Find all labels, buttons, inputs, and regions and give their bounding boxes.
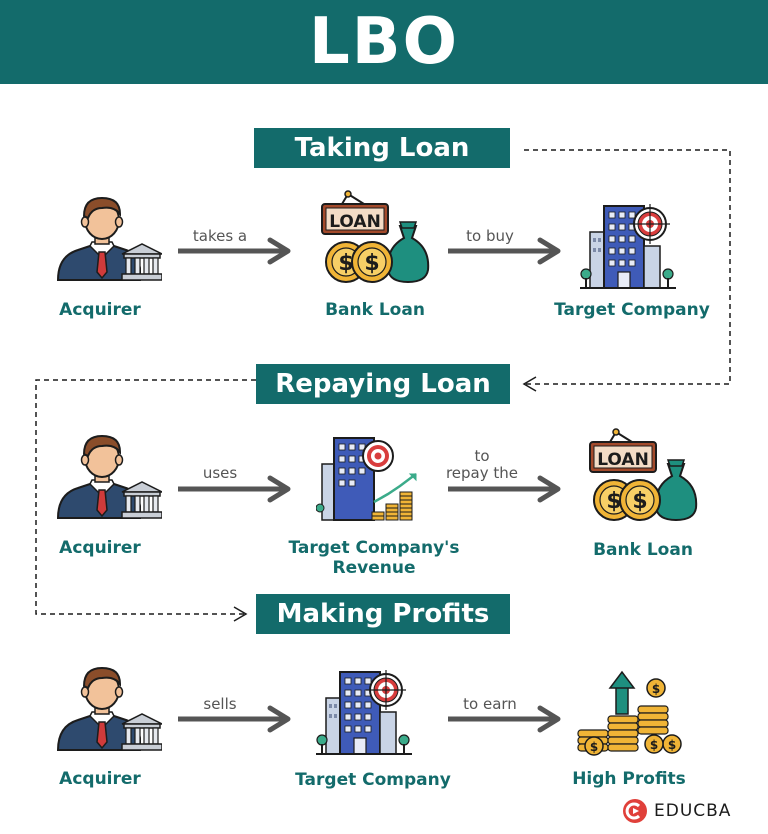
header-banner: LBO — [0, 0, 768, 84]
acquirer-icon — [52, 192, 162, 282]
arrow-label: to buy — [466, 227, 514, 245]
connector-right-arrowhead — [522, 376, 537, 392]
connector-left-arrowhead — [233, 606, 248, 622]
loan-board-text: LOAN — [329, 212, 381, 232]
acquirer-icon — [52, 662, 162, 752]
item-label: Target Company — [554, 300, 710, 320]
item-label: High Profits — [572, 769, 686, 789]
target-company-icon — [580, 202, 680, 292]
arrow-label: to earn — [463, 695, 517, 713]
item-label: Bank Loan — [325, 300, 425, 320]
acquirer-icon — [52, 430, 162, 520]
item-label-line2: Revenue — [332, 558, 416, 578]
bank-loan-icon: LOAN — [320, 190, 430, 285]
item-label: Acquirer — [59, 769, 141, 789]
high-profits-icon — [574, 670, 684, 760]
section-title-repaying-loan: Repaying Loan — [256, 364, 510, 404]
connector-right — [524, 149, 731, 385]
educba-logo: EDUCBA — [622, 798, 731, 824]
arrow-icon — [178, 704, 298, 734]
arrow-label-line1: to — [474, 447, 490, 465]
section-title-taking-loan: Taking Loan — [254, 128, 510, 168]
arrow-label-line2: repay the — [445, 464, 519, 482]
item-label-line1: Target Company's — [288, 538, 460, 558]
educba-logo-icon — [623, 799, 647, 823]
arrow-icon — [448, 236, 568, 266]
arrow-icon — [448, 474, 568, 504]
arrow-label: sells — [203, 695, 237, 713]
arrow-icon — [178, 474, 298, 504]
loan-board-text: LOAN — [597, 450, 649, 470]
arrow-icon — [178, 236, 298, 266]
connector-left — [35, 379, 256, 615]
logo-text: EDUCBA — [654, 801, 732, 821]
bank-loan-icon: LOAN — [588, 428, 698, 523]
page-title: LBO — [309, 5, 459, 79]
arrow-label: takes a — [192, 227, 248, 245]
item-label: Target Company — [295, 770, 451, 790]
target-company-icon — [316, 668, 416, 758]
item-label: Acquirer — [59, 300, 141, 320]
item-label: Bank Loan — [593, 540, 693, 560]
arrow-icon — [448, 704, 568, 734]
arrow-label: uses — [202, 464, 238, 482]
item-label: Acquirer — [59, 538, 141, 558]
section-title-making-profits: Making Profits — [256, 594, 510, 634]
revenue-icon — [316, 434, 426, 524]
